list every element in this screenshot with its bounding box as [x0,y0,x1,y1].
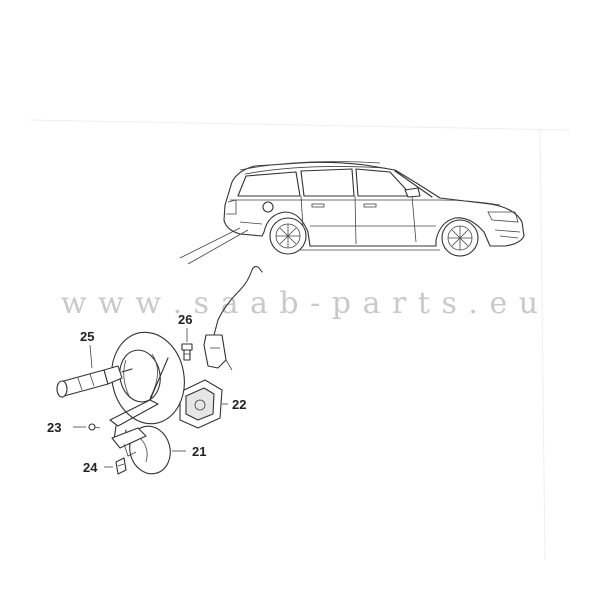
part-21-fuel-flap [111,425,171,475]
callout-26: 26 [178,312,192,327]
release-cable [203,265,263,371]
filler-bowl [111,331,185,425]
part-22-housing [179,379,223,429]
leader-25 [89,344,93,369]
callout-23: 23 [47,420,61,435]
callout-25: 25 [80,329,94,344]
car-leader-lines [179,227,249,265]
part-26-screw [181,343,193,361]
car-illustration [223,161,525,257]
callout-22: 22 [232,397,246,412]
part-24-clip [115,457,127,475]
scan-border [29,119,571,561]
callout-21: 21 [192,444,206,459]
watermark-text: w w w . s a a b - p a r t s . e u [61,286,539,321]
part-23-screw [88,423,101,431]
part-25-actuator [56,365,133,398]
callout-24: 24 [83,460,98,475]
